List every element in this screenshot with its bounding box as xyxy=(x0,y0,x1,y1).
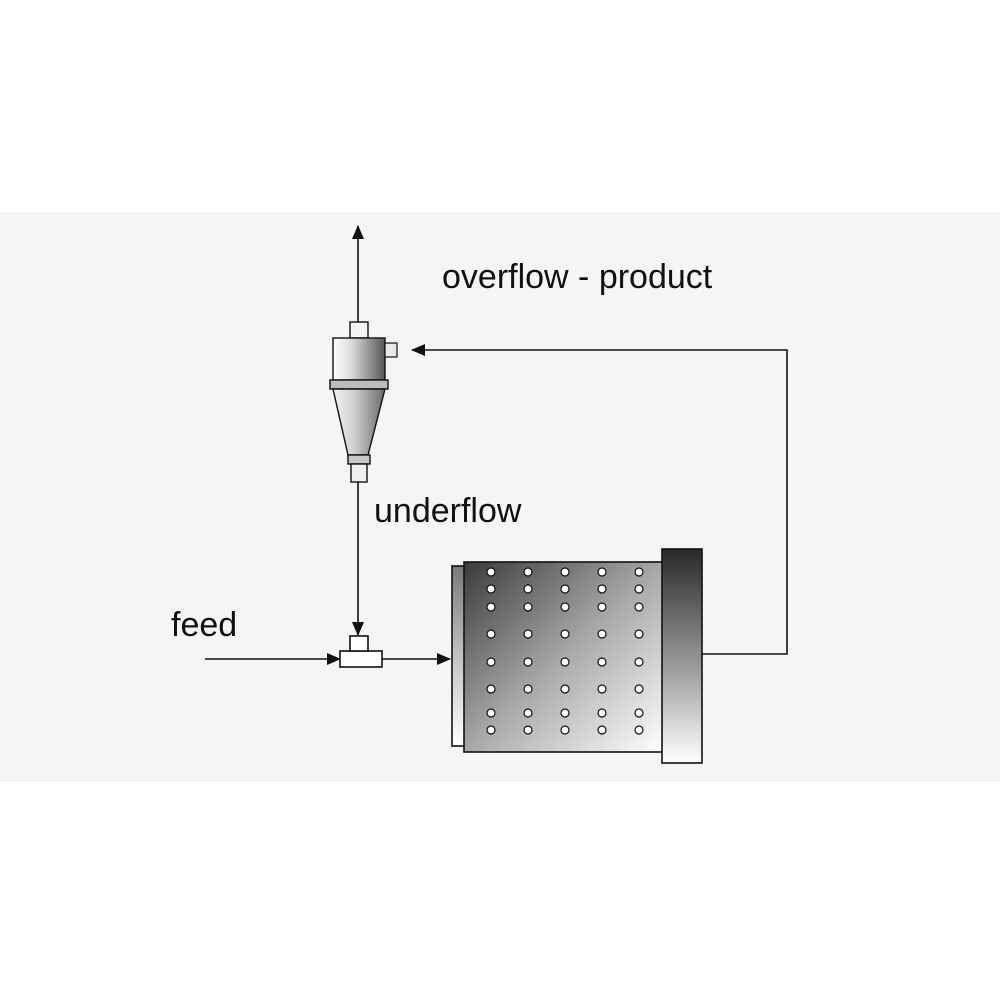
mill-hole xyxy=(634,602,644,612)
mill-hole xyxy=(597,584,607,594)
mill-hole xyxy=(597,657,607,667)
mill-hole xyxy=(560,629,570,639)
hydrocyclone-icon xyxy=(329,321,398,483)
mill-hole xyxy=(560,602,570,612)
mill-hole xyxy=(560,657,570,667)
mill-hole xyxy=(597,629,607,639)
mill-hole xyxy=(486,567,496,577)
mill-hole xyxy=(523,684,533,694)
mill-hole xyxy=(634,708,644,718)
mill-hole xyxy=(634,684,644,694)
mill-hole xyxy=(560,684,570,694)
mill-hole xyxy=(486,629,496,639)
tee-body xyxy=(339,650,383,668)
mill-hole xyxy=(597,602,607,612)
cyclone-barrel xyxy=(332,337,386,381)
mill-hole xyxy=(486,708,496,718)
mill-hole xyxy=(523,629,533,639)
cyclone-spigot xyxy=(350,463,368,483)
cyclone-apex-flange xyxy=(347,454,371,465)
mill-hole xyxy=(597,684,607,694)
overflow-product-label: overflow - product xyxy=(442,258,713,296)
mill-hole xyxy=(560,584,570,594)
mill-discharge-end xyxy=(661,548,703,764)
feed-label: feed xyxy=(171,606,238,644)
vortex-finder xyxy=(349,321,369,339)
cyclone-feed-inlet xyxy=(384,342,398,358)
mill-hole xyxy=(634,584,644,594)
tee-junction-icon xyxy=(339,635,383,668)
mill-hole xyxy=(486,684,496,694)
mill-hole xyxy=(486,602,496,612)
mill-hole xyxy=(486,584,496,594)
mill-hole xyxy=(523,657,533,667)
mill-hole xyxy=(597,708,607,718)
mill-shell xyxy=(463,561,665,753)
mill-hole xyxy=(523,602,533,612)
mill-hole xyxy=(634,567,644,577)
mill-discharge-recycle-line xyxy=(411,344,788,655)
underflow-label: underflow xyxy=(374,492,522,530)
mill-hole xyxy=(634,629,644,639)
tee-branch xyxy=(349,635,369,652)
mill-hole xyxy=(560,725,570,735)
mill-hole xyxy=(560,708,570,718)
mill-hole xyxy=(597,725,607,735)
mill-perforations xyxy=(486,567,644,735)
cyclone-cone xyxy=(332,388,386,456)
ball-mill-icon xyxy=(451,548,703,764)
mill-hole xyxy=(486,725,496,735)
mill-hole xyxy=(560,567,570,577)
mill-hole xyxy=(523,708,533,718)
mill-hole xyxy=(523,567,533,577)
cyclone-flange xyxy=(329,379,389,390)
mill-hole xyxy=(634,725,644,735)
mill-hole xyxy=(486,657,496,667)
mill-hole xyxy=(523,584,533,594)
mill-hole xyxy=(597,567,607,577)
mill-hole xyxy=(523,725,533,735)
mill-hole xyxy=(634,657,644,667)
